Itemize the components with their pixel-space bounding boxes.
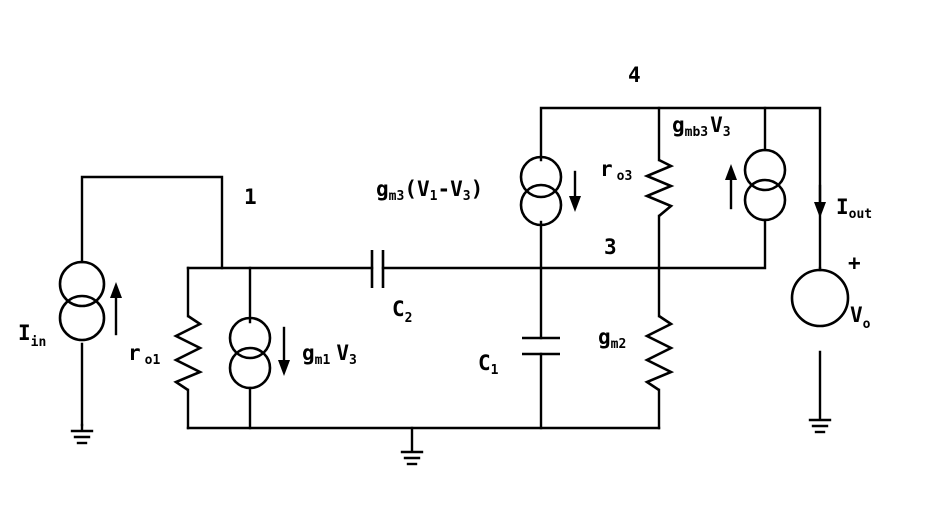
label-gm3-p1: (V xyxy=(404,177,430,201)
label-gm3-s2: 3 xyxy=(463,189,471,204)
arrow-down-icon xyxy=(814,184,826,218)
label-plus: + xyxy=(848,251,861,275)
label-c1: C1 xyxy=(478,351,499,378)
label-vo-main: V xyxy=(850,303,863,327)
wire-node3 xyxy=(381,218,767,270)
label-iin-sub: in xyxy=(31,335,47,350)
label-gm1-main: g xyxy=(302,341,315,365)
label-gm3-p3: ) xyxy=(471,177,484,201)
node-label-3: 3 xyxy=(604,235,617,259)
arrow-up-icon xyxy=(725,164,737,210)
resistor-gm2 xyxy=(644,314,675,392)
ground-icon xyxy=(70,423,94,445)
label-c1-sub: 1 xyxy=(491,363,499,378)
label-ro1-sub: o1 xyxy=(145,353,161,368)
resistor-ro1 xyxy=(173,314,204,392)
label-iout-sub: out xyxy=(849,207,872,222)
label-gmb3-v-sub: 3 xyxy=(723,125,731,140)
label-iin: Iin xyxy=(18,321,46,350)
current-source-gm3 xyxy=(519,155,563,227)
node-label-4: 4 xyxy=(628,63,641,87)
label-gm1-v3: gm1 V3 xyxy=(302,341,357,368)
label-gmb3-v3: gmb3V3 xyxy=(672,113,731,140)
voltage-source-vo xyxy=(790,266,850,328)
wires xyxy=(80,106,822,452)
label-gm2: gm2 xyxy=(598,325,626,352)
label-c2-sub: 2 xyxy=(405,311,413,326)
arrow-down-icon xyxy=(278,326,290,376)
label-gm3-sub: m3 xyxy=(389,189,405,204)
label-gm3-main: g xyxy=(376,177,389,201)
current-source-gm1 xyxy=(228,316,272,390)
label-iout: Iout xyxy=(836,195,872,222)
label-gm3-expr: gm3(V1-V3) xyxy=(376,177,483,204)
arrow-up-icon xyxy=(110,282,122,336)
label-ro1-main: r xyxy=(128,341,141,365)
label-vo-sub: o xyxy=(863,317,871,332)
label-ro3-sub: o3 xyxy=(617,169,633,184)
label-gm1-v: V xyxy=(336,341,349,365)
label-c2-main: C xyxy=(392,297,405,321)
ground-icon xyxy=(400,450,424,466)
node-label-1: 1 xyxy=(244,185,257,209)
label-gm1-v-sub: 3 xyxy=(349,353,357,368)
resistor-ro3 xyxy=(643,158,675,217)
ground-icon xyxy=(808,418,832,434)
label-ro3-main: r xyxy=(600,157,613,181)
current-source-gmb3 xyxy=(743,148,787,222)
wire-iin-top xyxy=(80,175,224,270)
label-gm1-sub: m1 xyxy=(315,353,331,368)
label-iin-main: I xyxy=(18,321,31,345)
label-gm2-main: g xyxy=(598,325,611,349)
label-c2: C2 xyxy=(392,297,412,326)
label-gm3-s1: 1 xyxy=(430,189,438,204)
label-ro1: r o1 xyxy=(128,341,160,368)
capacitor-c1 xyxy=(522,336,560,356)
label-ro3: r o3 xyxy=(600,157,632,184)
current-source-iin xyxy=(58,260,106,342)
capacitor-c2 xyxy=(370,250,385,288)
label-gm3-p2: -V xyxy=(437,177,463,201)
label-gm2-sub: m2 xyxy=(611,337,627,352)
label-gmb3-sub: mb3 xyxy=(685,125,708,140)
label-c1-main: C xyxy=(478,351,491,375)
arrow-down-icon xyxy=(569,170,581,212)
label-iout-main: I xyxy=(836,195,849,219)
label-gmb3-main: g xyxy=(672,113,685,137)
label-gmb3-v: V xyxy=(710,113,723,137)
label-vo: Vo xyxy=(850,303,871,332)
